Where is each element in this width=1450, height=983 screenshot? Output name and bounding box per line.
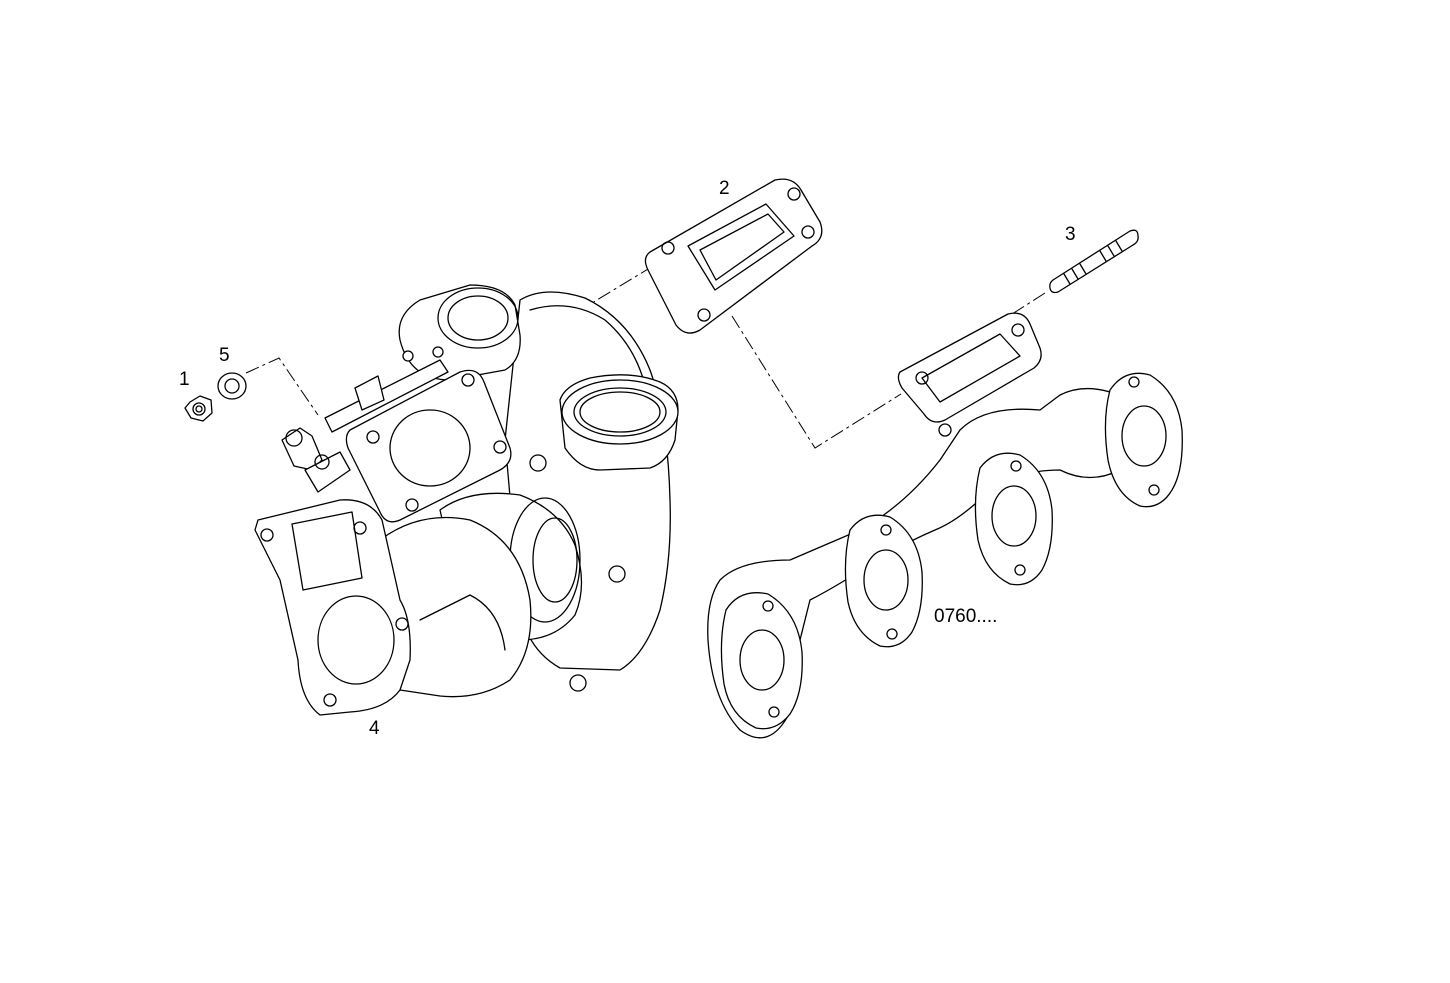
gasket-part bbox=[644, 178, 823, 334]
callout-5-label: 5 bbox=[219, 345, 230, 366]
diagram-code-label: 0760.... bbox=[934, 606, 998, 627]
callout-2-label: 2 bbox=[719, 178, 730, 199]
turbocharger-part bbox=[254, 284, 679, 716]
callout-4-label: 4 bbox=[369, 718, 380, 739]
callout-1-label: 1 bbox=[179, 369, 190, 390]
exhaust-manifold-part bbox=[707, 312, 1183, 739]
stud-part bbox=[1049, 229, 1139, 294]
nut-part bbox=[184, 395, 213, 422]
callout-3-label: 3 bbox=[1065, 224, 1076, 245]
washer-part bbox=[217, 372, 247, 400]
